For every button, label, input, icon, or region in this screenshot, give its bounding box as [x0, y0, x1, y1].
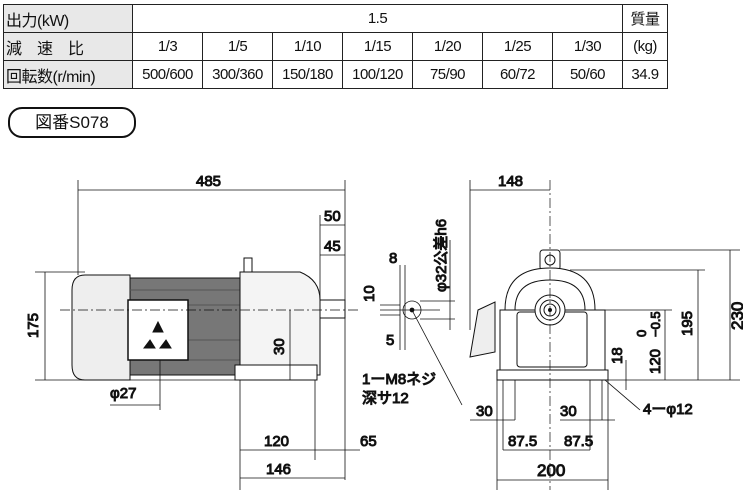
- ratio-cell: 1/15: [342, 32, 413, 61]
- dim-87-5-left: 87.5: [508, 433, 537, 450]
- fan-cover: [71, 274, 131, 381]
- weight-value: 34.9: [622, 60, 668, 89]
- ratio-cell: 1/25: [482, 32, 553, 61]
- dim-shaft-dia: φ32公差h6: [433, 219, 450, 292]
- dim-120: 120: [264, 433, 289, 450]
- tol-upper: 0: [634, 330, 649, 337]
- dim-phi27: φ27: [110, 385, 136, 402]
- tol-lower: −0.5: [648, 311, 663, 337]
- logo-icon: [143, 320, 172, 349]
- speed-cell: 300/360: [202, 60, 273, 89]
- dim-65: 65: [360, 433, 377, 450]
- dim-45: 45: [324, 238, 341, 255]
- dim-87-5-right: 87.5: [564, 433, 593, 450]
- dim-230: 230: [728, 302, 743, 330]
- tap-note-1: 1ーM8ネジ: [362, 371, 436, 388]
- dim-8: 8: [389, 250, 397, 267]
- ratio-label: 減 速 比: [3, 32, 133, 61]
- speed-label: 回転数(r/min): [3, 60, 133, 89]
- dim-5: 5: [386, 332, 394, 349]
- dim-30-side: 30: [271, 338, 288, 355]
- dim-485: 485: [196, 173, 221, 190]
- gearbox: [239, 271, 321, 376]
- holes-note: 4ーφ12: [643, 401, 693, 418]
- output-label: 出力(kW): [3, 4, 133, 33]
- ratio-cell: 1/20: [412, 32, 483, 61]
- dim-195: 195: [679, 311, 696, 336]
- speed-cell: 100/120: [342, 60, 413, 89]
- shaft: [319, 299, 346, 319]
- dim-30-left: 30: [476, 403, 493, 420]
- dim-120-tol: 120: [647, 349, 664, 374]
- speed-cell: 150/180: [272, 60, 343, 89]
- dim-30-right: 30: [560, 403, 577, 420]
- eye-bolt: [243, 257, 253, 273]
- side-view: [60, 257, 360, 381]
- dim-200: 200: [537, 461, 565, 480]
- dim-148: 148: [498, 173, 523, 190]
- drawing-number-badge: 図番S078: [8, 107, 136, 138]
- dim-50: 50: [324, 208, 341, 225]
- speed-cell: 75/90: [412, 60, 483, 89]
- ratio-cell: 1/5: [202, 32, 273, 61]
- dim-146: 146: [266, 461, 291, 478]
- base: [234, 364, 318, 381]
- dim-10: 10: [361, 285, 378, 302]
- speed-cell: 60/72: [482, 60, 553, 89]
- dim-175: 175: [25, 313, 42, 338]
- dim-18: 18: [609, 347, 626, 364]
- ratio-cell: 1/30: [552, 32, 623, 61]
- weight-unit: (kg): [622, 32, 668, 61]
- spec-table: 出力(kW) 1.5 質量 減 速 比 1/3 1/5 1/10 1/15 1/…: [3, 4, 668, 89]
- weight-label: 質量: [622, 4, 668, 33]
- shaft-end-view: [380, 240, 463, 406]
- ratio-cell: 1/10: [272, 32, 343, 61]
- front-view: [469, 180, 609, 490]
- tap-note-2: 深サ12: [362, 390, 409, 407]
